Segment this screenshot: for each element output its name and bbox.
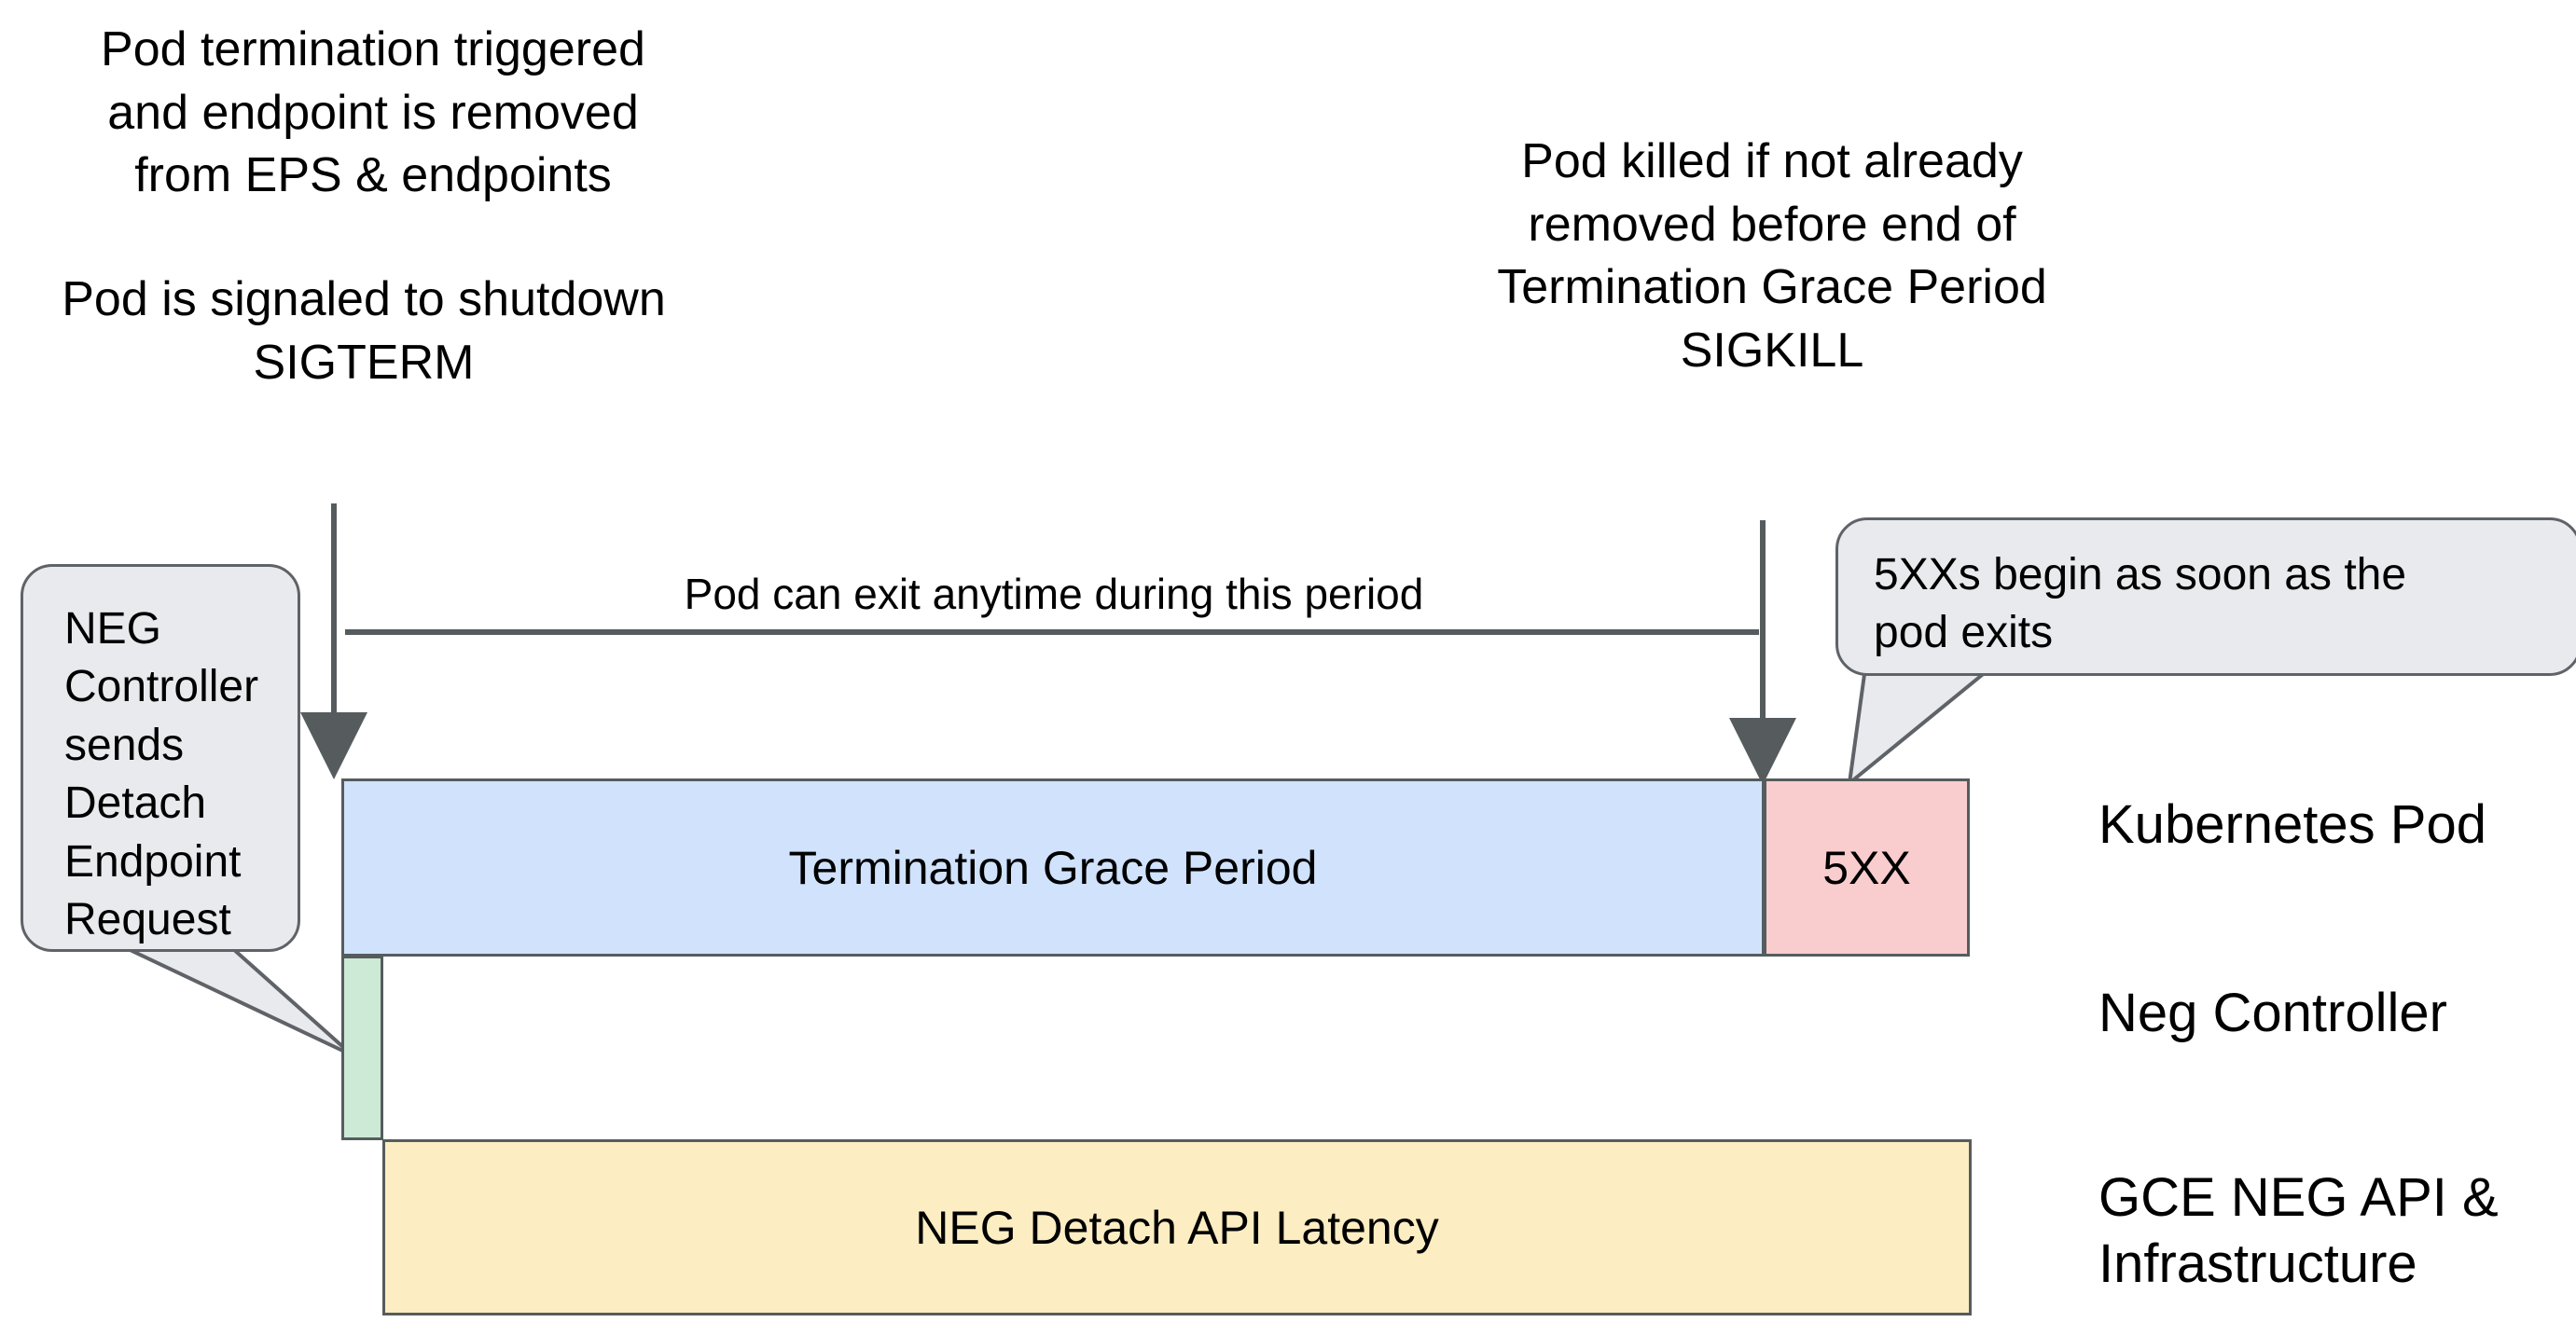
neg-controller-bar[interactable] xyxy=(341,956,383,1140)
swimlane-label-neg-controller: Neg Controller xyxy=(2098,983,2447,1043)
pod-termination-note: Pod termination triggered and endpoint i… xyxy=(101,22,645,203)
sigkill-note: Pod killed if not already removed before… xyxy=(1497,134,2047,378)
termination-grace-period-bar[interactable]: Termination Grace Period xyxy=(341,778,1765,957)
neg-controller-callout[interactable]: NEG Controller sends Detach Endpoint Req… xyxy=(21,564,300,952)
five-xx-callout-tail xyxy=(1848,666,1988,785)
swimlane-label-gce-neg-api: GCE NEG API & Infrastructure xyxy=(2098,1167,2499,1294)
5xx-bar[interactable]: 5XX xyxy=(1764,778,1970,957)
neg-detach-api-latency-bar[interactable]: NEG Detach API Latency xyxy=(382,1139,1972,1315)
sigterm-note: Pod is signaled to shutdown SIGTERM xyxy=(62,272,666,390)
five-xx-callout[interactable]: 5XXs begin as soon as the pod exits xyxy=(1835,517,2576,676)
exit-period-label: Pod can exit anytime during this period xyxy=(684,570,1424,618)
swimlane-label-kubernetes-pod: Kubernetes Pod xyxy=(2098,794,2486,855)
